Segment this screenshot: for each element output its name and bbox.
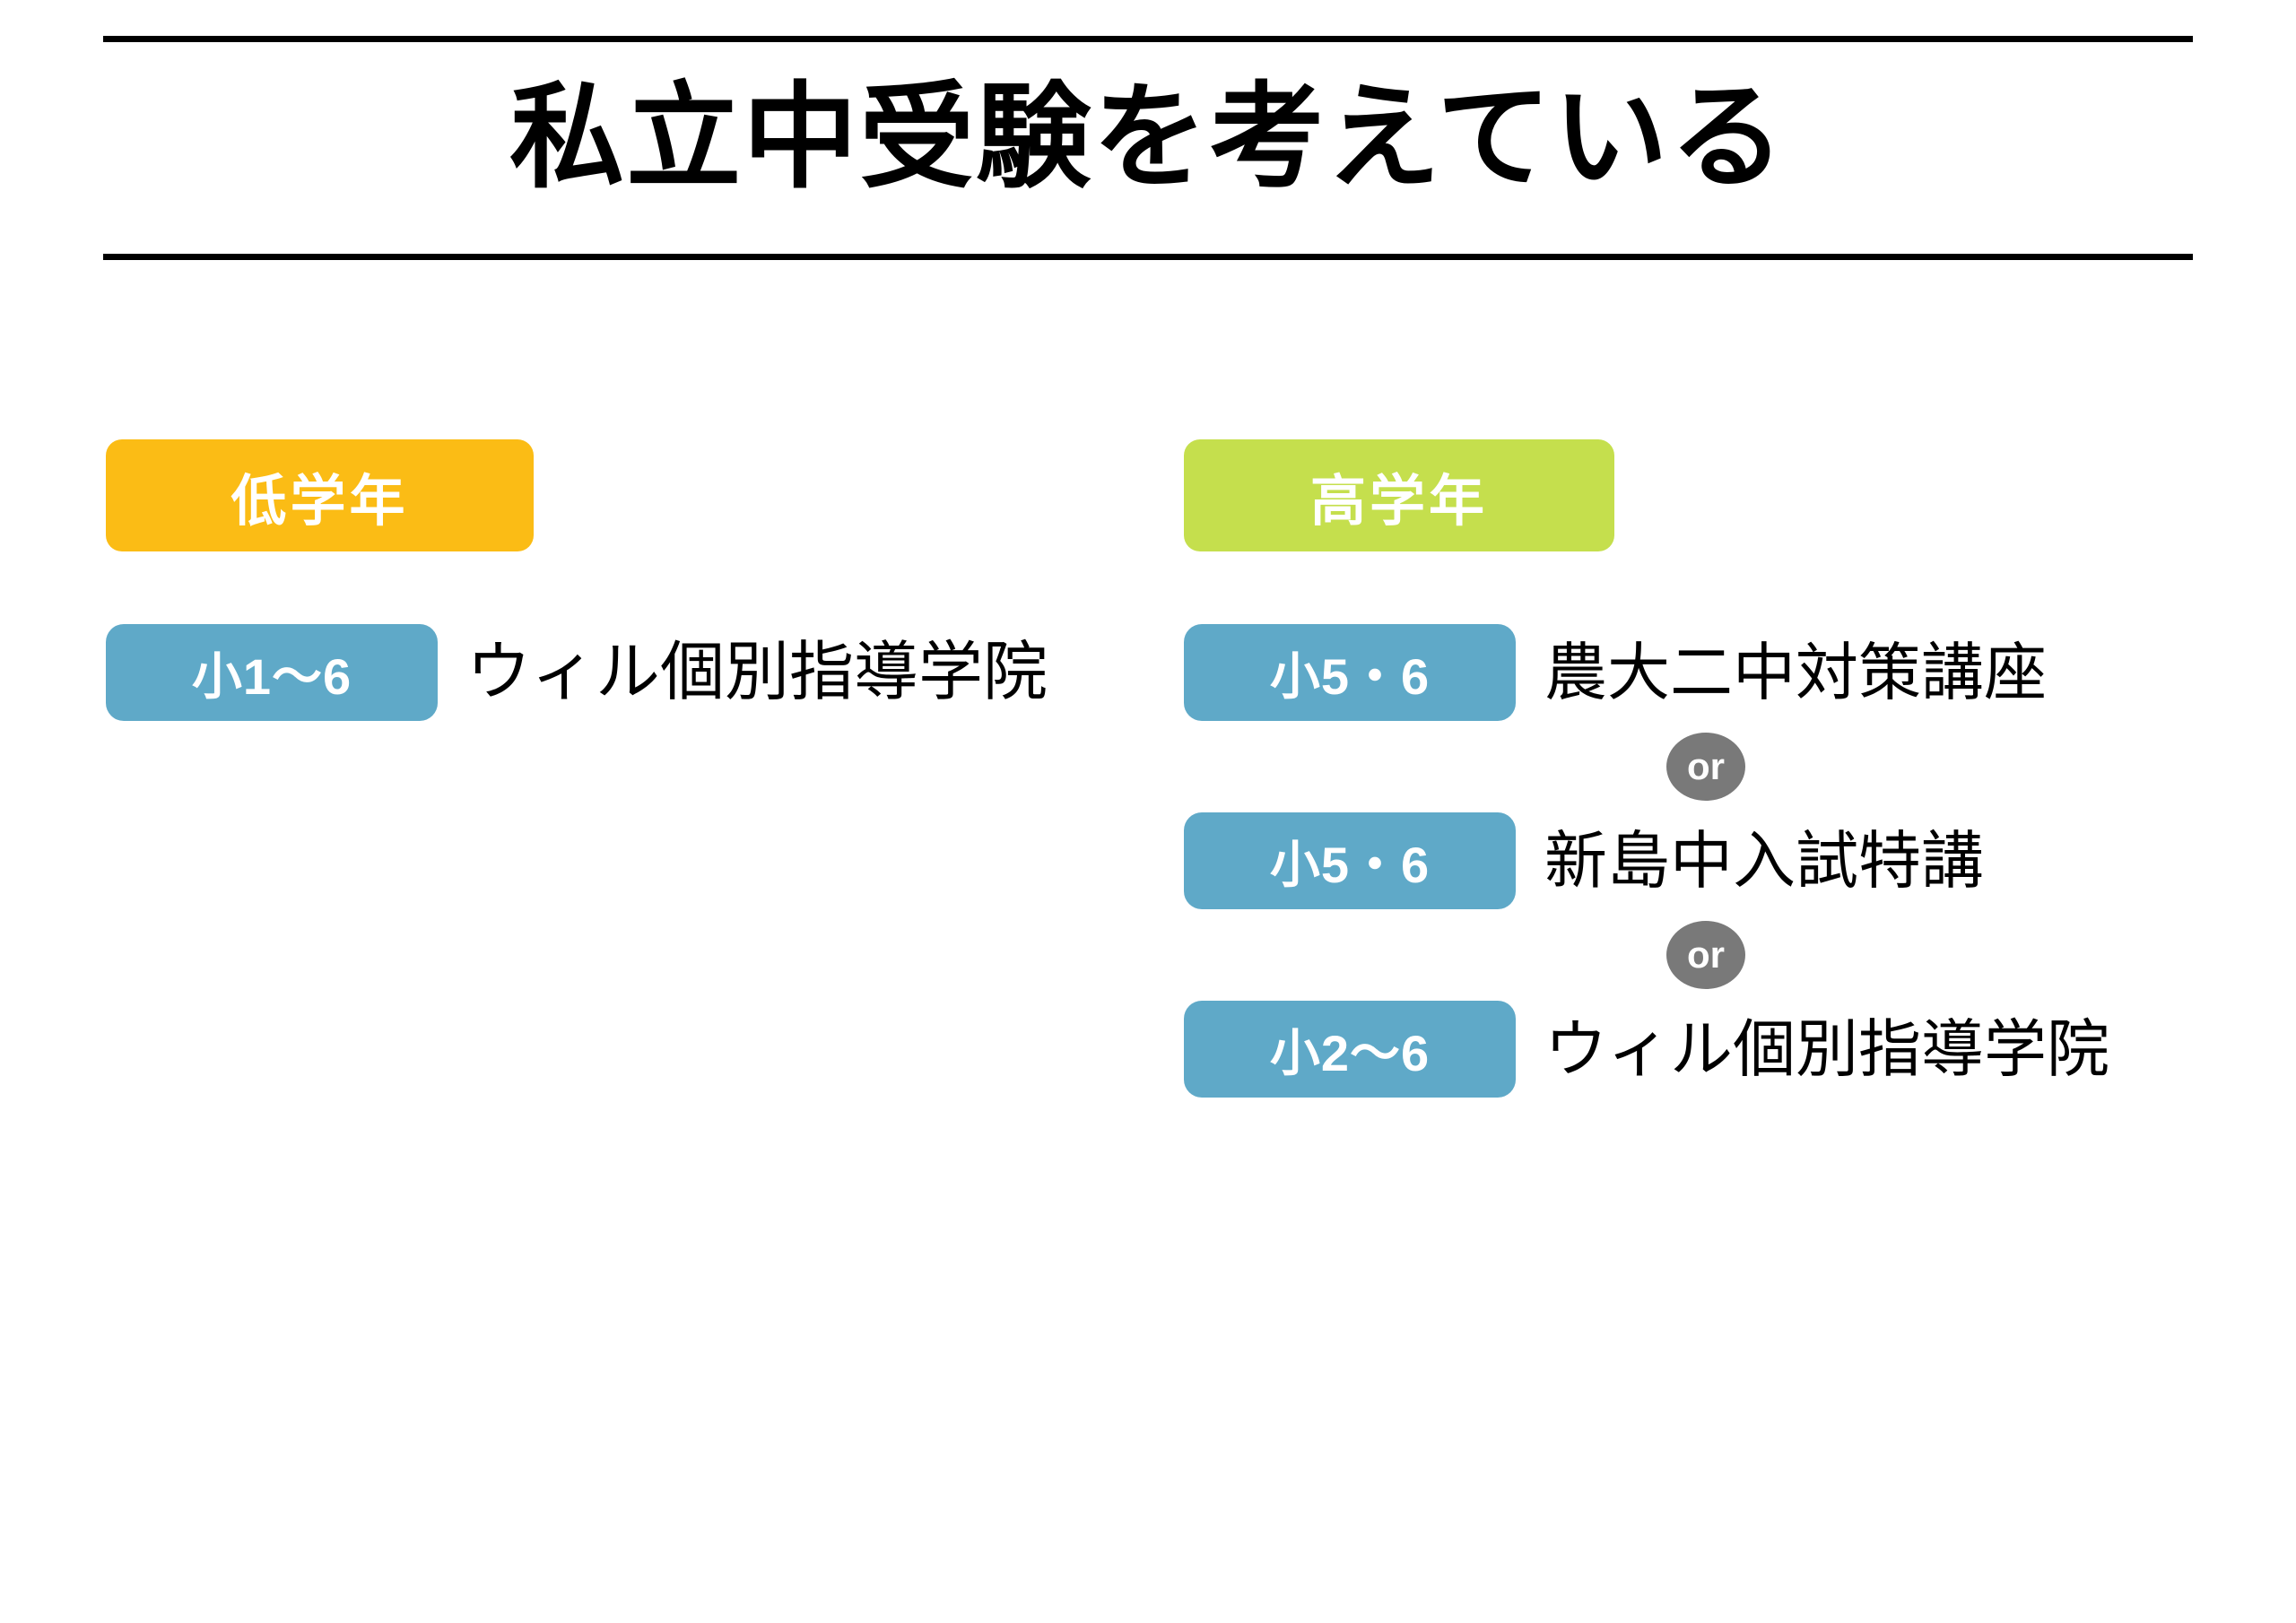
course-name: ウィル個別指導学院	[466, 637, 1048, 708]
grade-pill: 小1〜6	[106, 624, 438, 721]
course-row: 小5・6 農大二中対策講座	[1184, 623, 2260, 722]
low-grade-column: 低学年 小1〜6 ウィル個別指導学院	[106, 439, 1137, 722]
page-title: 私立中受験を考えている	[509, 74, 1787, 202]
low-grade-course-list: 小1〜6 ウィル個別指導学院	[106, 623, 1137, 722]
title-rule-top	[103, 36, 2193, 42]
course-name: 新島中入試特講	[1544, 826, 1984, 896]
or-badge: or	[1666, 733, 1745, 801]
grade-pill: 小5・6	[1184, 812, 1516, 909]
course-name: 農大二中対策講座	[1544, 638, 2047, 707]
grade-pill: 小5・6	[1184, 624, 1516, 721]
or-separator: or	[1184, 722, 2260, 812]
grade-pill: 小2〜6	[1184, 1001, 1516, 1098]
title-rule-bottom	[103, 254, 2193, 260]
high-grade-column: 高学年 小5・6 農大二中対策講座 or 小5・6 新島中入試特講 or 小2〜…	[1184, 439, 2260, 1098]
course-row: 小5・6 新島中入試特講	[1184, 812, 2260, 910]
group-badge-low-grade: 低学年	[106, 439, 534, 551]
course-name: ウィル個別指導学院	[1544, 1014, 2109, 1084]
high-grade-course-list: 小5・6 農大二中対策講座 or 小5・6 新島中入試特講 or 小2〜6 ウィ…	[1184, 623, 2260, 1098]
course-row: 小2〜6 ウィル個別指導学院	[1184, 1000, 2260, 1098]
course-row: 小1〜6 ウィル個別指導学院	[106, 623, 1137, 722]
or-badge: or	[1666, 921, 1745, 989]
or-separator: or	[1184, 910, 2260, 1000]
group-badge-high-grade: 高学年	[1184, 439, 1614, 551]
